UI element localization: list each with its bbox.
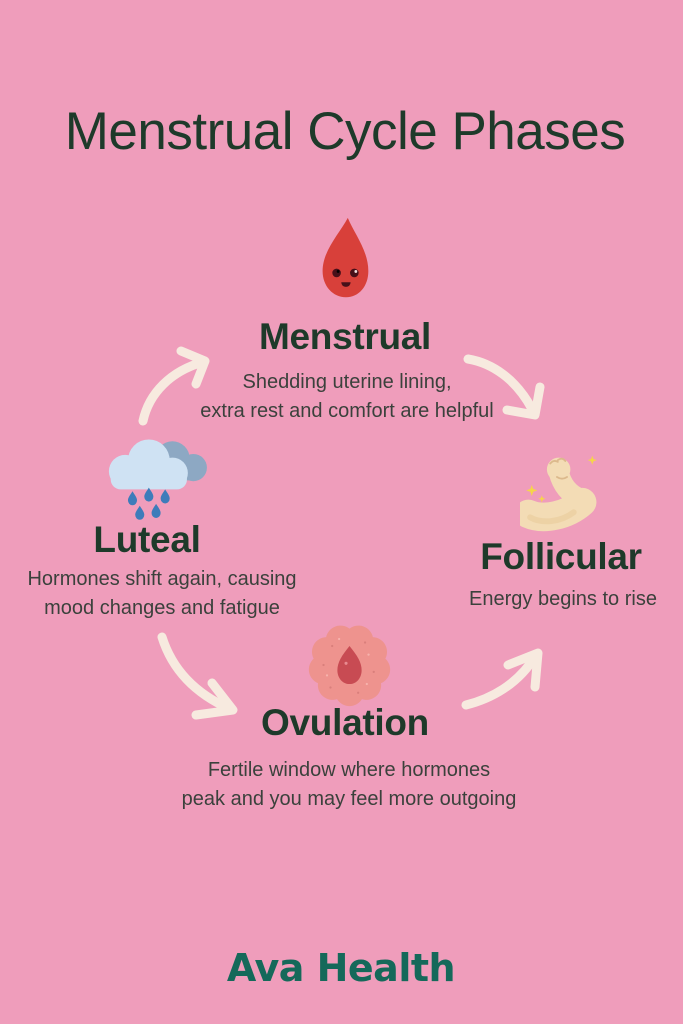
phase-desc-line: Energy begins to rise [469, 588, 657, 610]
phase-desc-line: peak and you may feel more outgoing [181, 788, 517, 810]
phase-desc-menstrual: Shedding uterine lining, extra rest and … [200, 368, 493, 426]
phase-desc-line: Fertile window where hormones [207, 759, 491, 781]
cycle-arrow-top-left-icon [133, 341, 238, 426]
phase-desc-line: extra rest and comfort are helpful [200, 400, 494, 422]
rain-cloud-icon [98, 433, 216, 524]
blood-drop-icon [317, 214, 373, 302]
phase-name-luteal: Luteal [93, 519, 201, 560]
phase-desc-line: Shedding uterine lining, [242, 371, 452, 393]
phase-desc-ovulation: Fertile window where hormones peak and y… [182, 756, 517, 814]
phase-desc-follicular: Energy begins to rise [469, 585, 657, 614]
phase-desc-line: Hormones shift again, causing [27, 568, 297, 590]
brand-logo: Ava Health [226, 946, 456, 990]
phase-name-menstrual: Menstrual [258, 316, 432, 357]
phase-desc-luteal: Hormones shift again, causing mood chang… [27, 565, 296, 623]
phase-name-follicular: Follicular [480, 536, 642, 577]
page-title: Menstrual Cycle Phases [64, 102, 626, 161]
cycle-arrow-bottom-right-icon [458, 617, 558, 712]
phase-name-ovulation: Ovulation [261, 702, 429, 743]
cycle-arrow-top-right-icon [462, 353, 562, 433]
flexed-arm-icon [520, 450, 604, 535]
phase-desc-line: mood changes and fatigue [44, 597, 280, 619]
ovulation-egg-icon [306, 620, 393, 710]
cycle-arrow-bottom-left-icon [150, 627, 255, 722]
